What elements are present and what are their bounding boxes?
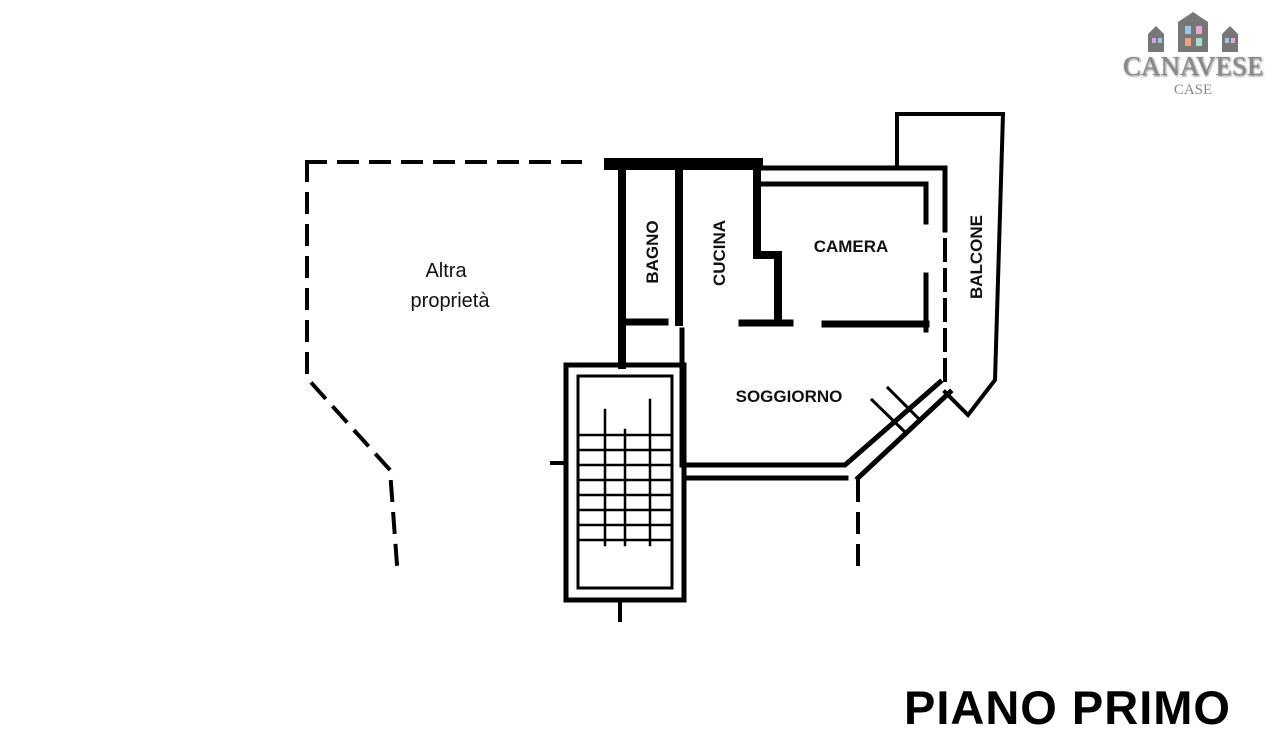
wall-camera-bottom [621, 318, 930, 328]
wall-cucina-camera [753, 160, 782, 326]
houses-icon [1148, 12, 1238, 52]
room-label-balcone: BALCONE [967, 215, 986, 299]
stair-exit [550, 461, 622, 622]
wall-camera [754, 181, 929, 225]
stair-well-inner [576, 374, 674, 590]
property-boundary [305, 160, 582, 568]
room-label-bagno: BAGNO [643, 220, 662, 283]
stair-steps [578, 398, 672, 547]
wall-top-thin [754, 165, 948, 233]
room-label-altra-proprieta-2: proprietà [411, 290, 491, 312]
wall-soggiorno-outer [681, 388, 954, 482]
logo-subtext: CASE [1173, 82, 1213, 98]
room-label-cucina: CUCINA [710, 220, 729, 286]
stair-well-outer [563, 362, 687, 603]
canavese-case-logo: CANAVESE CASE [1118, 10, 1268, 100]
logo-text: CANAVESE [1122, 51, 1264, 81]
room-label-altra-proprieta: Altra [425, 260, 467, 282]
room-label-soggiorno: SOGGIORNO [736, 387, 843, 406]
room-label-camera: CAMERA [814, 237, 889, 256]
balcone-outline [895, 112, 1006, 419]
plan-title: PIANO PRIMO [904, 681, 1231, 734]
window-diag [869, 385, 923, 435]
